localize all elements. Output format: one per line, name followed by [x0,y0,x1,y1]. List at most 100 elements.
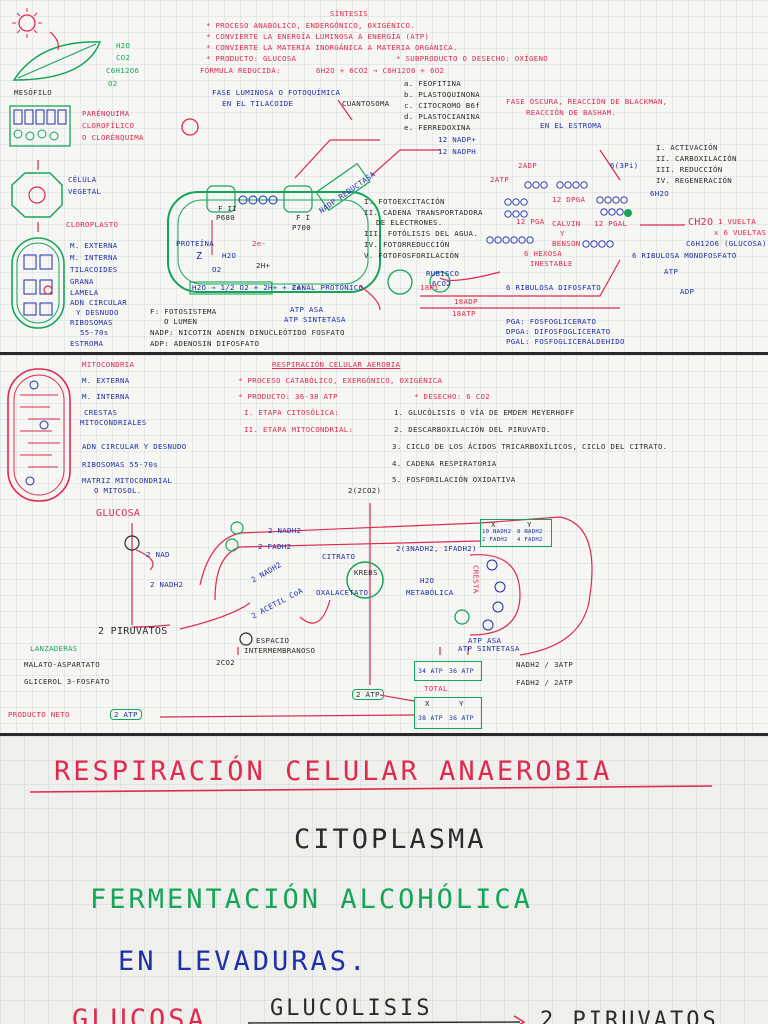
light-step-2: DE ELECTRONES. [376,218,443,227]
anaerobic-type: FERMENTACIÓN ALCOHÓLICA [90,884,533,915]
photosynthesis-board: H2O CO2 C6H12O6 O2 MESÓFILO PARÉNQUIMA C… [0,0,768,352]
abbr-0: PGA: FOSFOGLICERATO [506,317,597,326]
cp-part-9: ESTROMA [70,339,104,348]
neto-value: 2 ATP [110,709,142,721]
m-f1: F I [296,213,311,222]
tt-4fadh: 4 FADH2 [517,537,543,543]
mito-part-7: O MITOSOL. [94,486,142,495]
r-2nadh-a: 2 NADH2 [150,580,184,589]
abbr-2: PGAL: FOSFOGLICERALDEHIDO [506,337,625,346]
leaf-o2: O2 [108,79,118,88]
m-o2: O2 [212,265,222,274]
cuantosoma-label: CUANTOSOMA [342,99,390,108]
table-top: X Y 10 NADH2 8 NADH2 2 FADH2 4 FADH2 [480,519,552,547]
r-espacio: ESPACIO [256,636,290,645]
ch2o-vuelta: 1 VUELTA [718,217,756,226]
mito-part-5: RIBOSOMAS 55-70s [82,460,158,469]
anaerobic-glucosa: GLUCOSA [72,1004,207,1024]
stage-3: IV. REGENERACIÓN [656,176,732,185]
cp-part-2: TILACOIDES [70,265,118,274]
nadph: 12 NADPH [438,147,476,156]
m-canal: CANAL PROTÓNICO [292,283,364,292]
mito-part-2: CRESTAS [84,408,118,417]
ch2o: CH2O [688,217,714,228]
m-proteina: PROTEÍNA [176,239,214,248]
feature-2: * CONVIERTE LA MATERIA INORGÁNICA A MATE… [206,43,458,52]
tt-x: X [491,520,496,529]
stage1-text: 1. GLUCÓLISIS O VÍA DE EMDEM MEYERHOFF [394,408,575,417]
stage1-label: I. ETAPA CITOSÓLICA: [244,408,339,417]
cp-part-6: Y DESNUDO [76,308,119,317]
legend-3: ADP: ADENOSIN DIFOSFATO [150,339,260,348]
formula: 6H2O + 6CO2 → C6H12O6 + 6O2 [316,66,445,75]
table-mid: 34 ATP 36 ATP [414,661,482,681]
light-phase-2: EN EL TILACOIDE [222,99,294,108]
c-18atp: 18ATP [452,309,476,318]
tt-2fadh: 2 FADH2 [482,537,508,543]
c-benson: BENSON [552,239,581,248]
c-rdf: 6 RIBULOSA DIFOSFATO [506,283,601,292]
tot-x: X [425,699,430,708]
r-2atp: 2 ATP [352,689,384,701]
photosynthesis-diagram [9,8,685,329]
formula-label: FÓRMULA REDUCIDA: [200,66,281,75]
c-12dpga: 12 DPGA [552,195,586,204]
c-12pgal: 12 PGAL [594,219,628,228]
stage2-item-0: 2. DESCARBOXILACIÓN DEL PIRUVATO. [394,425,551,434]
m-2e: 2e- [252,239,267,248]
aerobic-product: * PRODUCTO: 36-38 ATP [238,392,338,401]
light-step-4: IV. FOTORREDUCCIÓN [364,240,450,249]
anaerobic-board: RESPIRACIÓN CELULAR ANAEROBIA CITOPLASMA… [0,736,768,1024]
cp-part-4: LAMELA [70,288,99,297]
leaf-h2o: H2O [116,41,131,50]
c-calvin: CALVIN [552,219,581,228]
tt-y: Y [527,520,532,529]
r-2nad: 2 NAD [146,550,170,559]
transport-2: c. CITOCROMO B6f [404,101,480,110]
tot-y: Y [459,699,464,708]
mito-part-3: MITOCONDRIALES [80,418,147,427]
m-f2: F II [218,204,237,213]
aerobic-diagram [7,368,593,718]
aerobic-process: * PROCESO CATABÓLICO, EXERGÓNICO, OXIGÉN… [238,376,443,385]
table-total: X Y 38 ATP 36 ATP [414,697,482,729]
glucosa-label: GLUCOSA [96,508,141,519]
legend-1: O LUMEN [164,317,198,326]
nadp-plus: 12 NADP+ [438,135,476,144]
lanzaderas-label: LANZADERAS [30,644,78,653]
c-rmf: 6 RIBULOSA MONOFOSFATO [632,251,737,260]
leaf-glucose: C6H12O6 [106,66,140,75]
r-3nadh: 2(3NADH2, 1FADH2) [396,544,477,553]
light-phase-1: FASE LUMINOSA O FOTOQUÍMICA [212,88,341,97]
anaerobic-title: RESPIRACIÓN CELULAR ANAEROBIA [54,756,613,787]
mito-part-1: M. INTERNA [82,392,130,401]
tt-10nadh: 10 NADH2 [482,529,512,535]
stage-0: I. ACTIVACIÓN [656,143,718,152]
r-fadh-2atp: FADH2 / 2ATP [516,678,573,687]
legend-0: F: FOTOSISTEMA [150,307,217,316]
m-photolysis: H2O → 1/2 O2 + 2H+ + 2e- [192,283,306,292]
m-2h: 2H+ [256,261,271,270]
c-2atp: 2ATP [490,175,509,184]
m-atp-sintetasa: ATP SINTETASA [284,315,346,324]
m-p700: P700 [292,223,311,232]
r-2co2: 2CO2 [216,658,235,667]
r-citrato: CITRATO [322,552,356,561]
shuttle-1: GLICEROL 3-FOSFATO [24,677,110,686]
parenquima-3: O CLORÉNQUIMA [82,133,144,142]
anaerobic-organism: EN LEVADURAS. [118,946,369,977]
c-atp: ATP [664,267,679,276]
transport-4: e. FERREDOXINA [404,123,471,132]
cp-part-8: 55-70s [80,328,109,337]
r-atpasa: ATP ASA [468,636,502,645]
stage2-label: II. ETAPA MITOCONDRIAL: [244,425,354,434]
r-nadh-3atp: NADH2 / 3ATP [516,660,573,669]
byproduct-label: * SUBPRODUCTO O DESECHO: OXÍGENO [396,54,548,63]
cloroplasto-label: CLOROPLASTO [66,220,119,229]
transport-3: d. PLASTOCIANINA [404,112,480,121]
aerobic-title: RESPIRACIÓN CELULAR AEROBIA [272,360,401,369]
leaf-co2: CO2 [116,53,131,62]
cp-part-3: GRANA [70,277,94,286]
cp-part-1: M. INTERNA [70,253,118,262]
cell-label-1: CÉLULA [68,175,97,184]
